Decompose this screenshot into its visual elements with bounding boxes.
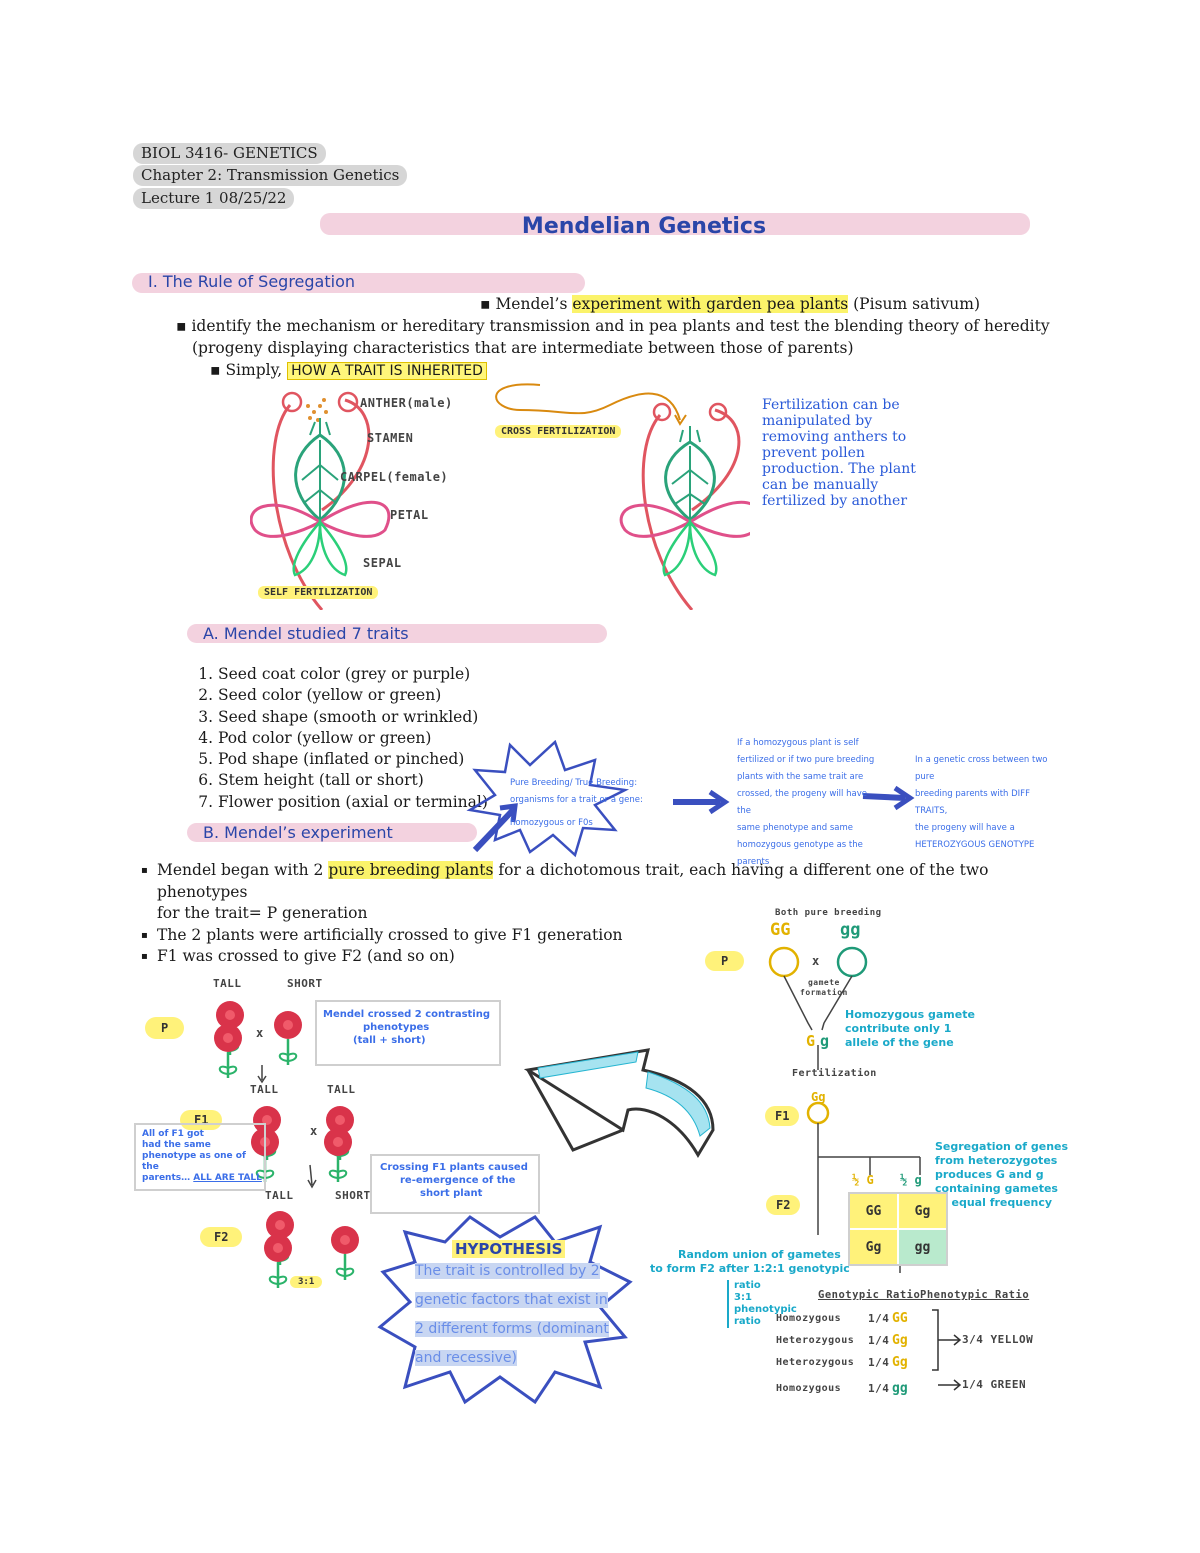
label-carpel: CARPEL(female) [340, 470, 448, 484]
sectionB-heading: B. Mendel’s experiment [203, 823, 393, 843]
trait-item: Stem height (tall or short) [218, 770, 488, 791]
punnett-cell: gg [899, 1230, 946, 1264]
ratio-badge: 3:1 [290, 1276, 322, 1288]
genotypic-ratio-heading: Genotypic Ratio [818, 1289, 920, 1301]
fertilization-note: Fertilization can be manipulated by remo… [762, 397, 932, 509]
gen-p-badge: P [145, 1017, 184, 1039]
self-fertilization-label: SELF FERTILIZATION [258, 586, 378, 599]
label-petal: PETAL [390, 508, 429, 522]
ratio-row: Heterozygous 1/4 Gg [776, 1351, 936, 1373]
label-stamen: STAMEN [367, 431, 413, 445]
ratio-row: Heterozygous 1/4 Gg [776, 1329, 936, 1351]
trait-item: Seed shape (smooth or wrinkled) [218, 707, 488, 728]
both-pure-label: Both pure breeding [775, 908, 882, 918]
ratio-row: Homozygous 1/4 gg [776, 1377, 936, 1399]
hypothesis-body: The trait is controlled by 2 genetic fac… [415, 1257, 625, 1373]
ratio-table: Homozygous 1/4 GG Heterozygous 1/4 Gg He… [776, 1307, 936, 1399]
gen-f2-badge: F2 [200, 1227, 242, 1247]
yellow-ratio: 3/4 YELLOW [962, 1333, 1033, 1346]
ratio-row: Homozygous 1/4 GG [776, 1307, 936, 1329]
flower-diagram [250, 380, 750, 610]
trait-item: Seed color (yellow or green) [218, 685, 488, 706]
green-ratio: 1/4 GREEN [962, 1378, 1026, 1391]
punnett-cell: Gg [850, 1230, 897, 1264]
section1-bullet3: ▪ Simply, HOW A TRAIT IS INHERITED [210, 360, 487, 382]
punnett-cell: Gg [899, 1194, 946, 1228]
self-flower-drawing [251, 393, 389, 610]
sectionB-bullet1: Mendel began with 2 pure breeding plants… [137, 860, 1057, 903]
section1-heading: I. The Rule of Segregation [148, 272, 355, 292]
cross-symbol: x [256, 1026, 264, 1040]
plant-label-tall: TALL [213, 977, 242, 990]
f2-label-short: SHORT [335, 1189, 371, 1202]
section1-bullet1: ▪ Mendel’s experiment with garden pea pl… [480, 294, 980, 315]
page-title: Mendelian Genetics [320, 213, 968, 241]
section1-bullet2b: (progeny displaying characteristics that… [192, 338, 1052, 359]
cross-symbol-f1: x [310, 1124, 318, 1138]
trait-item: Flower position (axial or terminal) [218, 792, 488, 813]
sectionB-bullet1b: for the trait= P generation [137, 903, 1057, 925]
lecture-label: Lecture 1 08/25/22 [133, 188, 294, 209]
half-g: ½ g [900, 1173, 922, 1187]
rd-p-badge: P [705, 951, 744, 971]
course-label: BIOL 3416- GENETICS [133, 143, 326, 164]
sectionA-heading: A. Mendel studied 7 traits [203, 624, 409, 644]
label-anther: ANTHER(male) [360, 396, 453, 410]
f1-label-tall-2: TALL [327, 1083, 356, 1096]
punnett-cell: GG [850, 1194, 897, 1228]
hypothesis-title: HYPOTHESIS [452, 1240, 565, 1258]
trait-item: Seed coat color (grey or purple) [218, 664, 488, 685]
chapter-label: Chapter 2: Transmission Genetics [133, 165, 407, 186]
phenotypic-ratio-heading: Phenotypic Ratio [920, 1289, 1029, 1301]
f1-label-tall-1: TALL [250, 1083, 279, 1096]
cross-flower-drawing [621, 404, 750, 610]
plant-label-short: SHORT [287, 977, 323, 990]
curved-arrow [518, 1040, 723, 1170]
half-G: ½ G [852, 1173, 874, 1187]
burst-text: Pure Breeding/ True Breeding:organisms f… [510, 775, 660, 832]
trait-item: Pod shape (inflated or pinched) [218, 749, 488, 770]
label-sepal: SEPAL [363, 556, 402, 570]
cross-fertilization-label: CROSS FERTILIZATION [495, 425, 621, 438]
punnett-square: GG Gg Gg gg [848, 1192, 948, 1266]
section1-bullet2: ▪ identify the mechanism or hereditary t… [176, 316, 1056, 337]
f2-label-tall: TALL [265, 1189, 294, 1202]
traits-list: Seed coat color (grey or purple) Seed co… [200, 664, 488, 813]
trait-item: Pod color (yellow or green) [218, 728, 488, 749]
